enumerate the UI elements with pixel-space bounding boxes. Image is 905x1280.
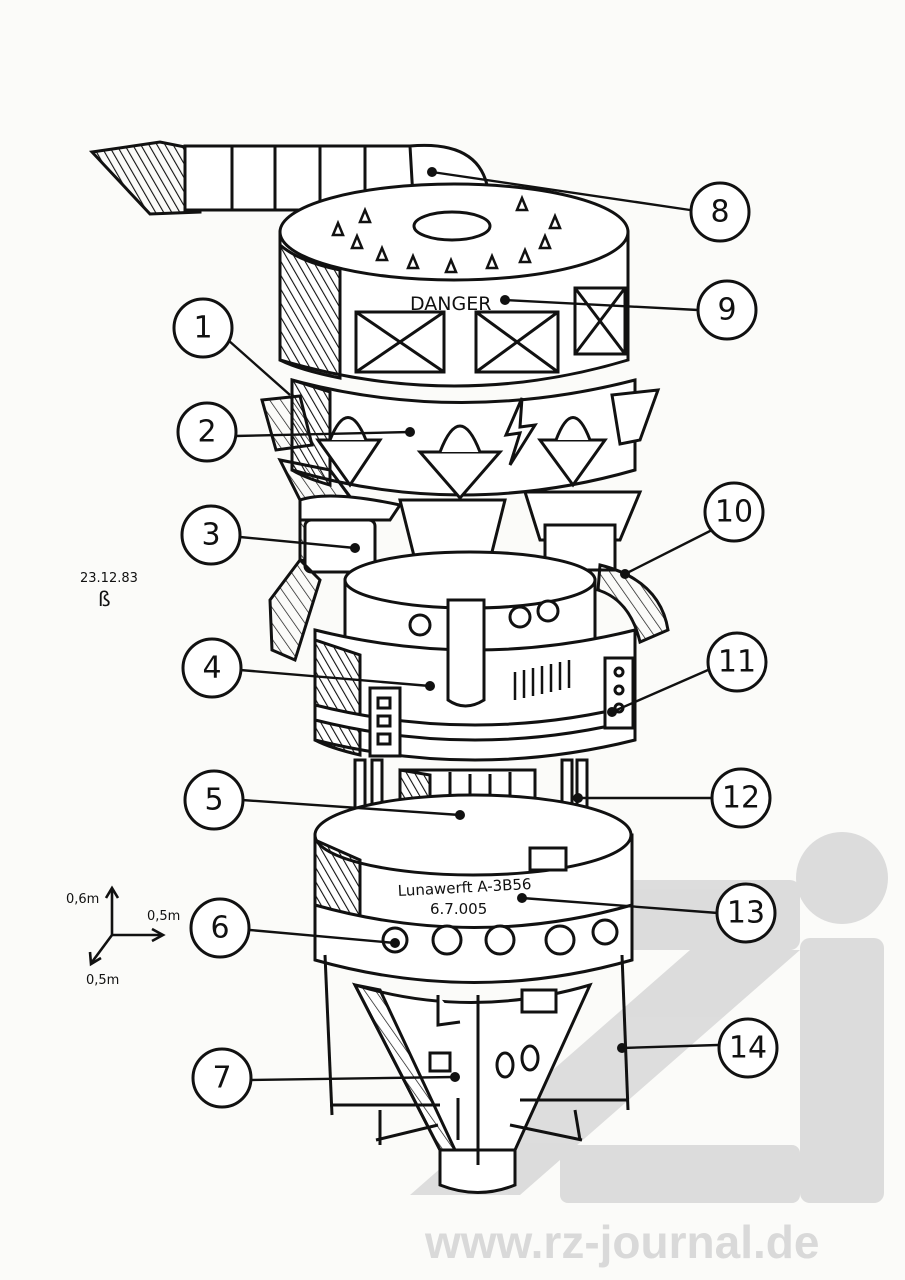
- hull-date-label: 6.7.005: [430, 900, 487, 918]
- scale-vertical-label: 0,6m: [66, 892, 99, 907]
- drum-module: [313, 550, 637, 762]
- svg-text:13: 13: [727, 896, 765, 931]
- leader-dots: [350, 167, 630, 1082]
- svg-text:7: 7: [212, 1061, 231, 1096]
- svg-text:6: 6: [210, 911, 229, 946]
- callout-7: 7: [191, 1047, 253, 1109]
- top-vents: [331, 194, 562, 274]
- svg-text:1: 1: [193, 311, 212, 346]
- callout-13: 13: [715, 882, 777, 944]
- leader-lines: [227, 170, 719, 1082]
- svg-text:9: 9: [717, 293, 736, 328]
- date-label: 23.12.83: [80, 571, 138, 586]
- nozzle-cluster: [268, 457, 670, 663]
- callout-12: 12: [710, 767, 772, 829]
- scale-axes: [88, 885, 166, 967]
- danger-label: DANGER: [410, 293, 491, 315]
- callout-1: 1: [172, 297, 234, 359]
- callout-8: 8: [689, 181, 751, 243]
- svg-text:11: 11: [718, 645, 756, 680]
- callout-4: 4: [181, 637, 243, 699]
- callout-14: 14: [717, 1017, 779, 1079]
- callout-3: 3: [180, 504, 242, 566]
- svg-text:3: 3: [201, 518, 220, 553]
- thruster-ring: [260, 377, 661, 501]
- top-module: [278, 182, 630, 388]
- callout-5: 5: [183, 769, 245, 831]
- svg-text:2: 2: [197, 415, 216, 450]
- scale-depth-label: 0,5m: [86, 973, 119, 988]
- callout-2: 2: [176, 401, 238, 463]
- svg-text:4: 4: [202, 651, 221, 686]
- watermark-text: www.rz-journal.de: [424, 1216, 819, 1268]
- scale-horizontal-label: 0,5m: [147, 909, 180, 924]
- svg-text:8: 8: [710, 195, 729, 230]
- svg-text:14: 14: [729, 1031, 767, 1066]
- callout-9: 9: [696, 279, 758, 341]
- svg-text:12: 12: [722, 781, 760, 816]
- svg-text:10: 10: [715, 495, 753, 530]
- svg-text:5: 5: [204, 783, 223, 818]
- callout-11: 11: [706, 631, 768, 693]
- callout-10: 10: [703, 481, 765, 543]
- lander-base: [323, 954, 630, 1194]
- signature-mark: ß: [98, 587, 111, 611]
- callout-6: 6: [189, 897, 251, 959]
